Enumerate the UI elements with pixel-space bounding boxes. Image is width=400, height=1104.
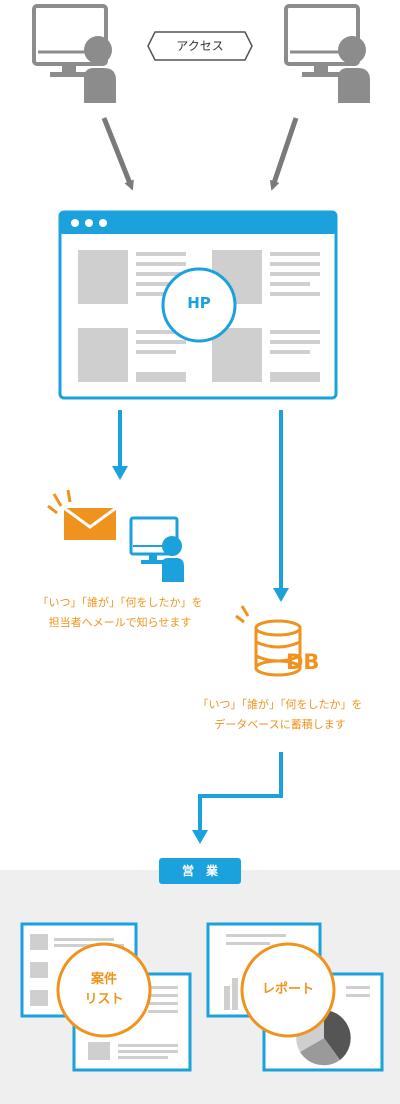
arrow-left-to-hp	[101, 117, 134, 191]
access-label: アクセス	[176, 39, 224, 53]
notify-text: 「いつ」「誰が」「何をしたか」を 担当者へメールで知らせます	[0, 593, 240, 633]
report-label: レポート	[261, 982, 314, 997]
db-label: DB	[286, 650, 320, 674]
db-line-1: 「いつ」「誰が」「何をしたか」を	[197, 698, 363, 711]
db-text: 「いつ」「誰が」「何をしたか」を データベースに蓄積します	[160, 695, 400, 735]
arrow-hp-to-db	[273, 410, 289, 602]
case-list-card	[20, 922, 192, 1072]
database-icon	[235, 605, 302, 677]
arrow-hp-to-mail	[112, 410, 128, 480]
staff-person-icon	[162, 536, 184, 582]
hp-label: HP	[187, 294, 211, 312]
sales-badge	[159, 858, 241, 884]
report-card	[206, 922, 384, 1072]
hp-circle	[161, 267, 237, 343]
sales-badge-label: 営 業	[181, 864, 218, 878]
case-list-line-2: リスト	[84, 992, 124, 1007]
case-list-label: 案件 リスト	[58, 970, 150, 1010]
case-list-line-1: 案件	[90, 972, 117, 987]
mail-icon	[47, 489, 117, 540]
access-bubble	[147, 31, 253, 61]
notify-line-2: 担当者へメールで知らせます	[48, 616, 192, 629]
visitor-right-person-icon	[338, 36, 370, 103]
notify-line-1: 「いつ」「誰が」「何をしたか」を	[37, 596, 203, 609]
arrow-db-to-sales	[192, 752, 283, 844]
visitor-left-person-icon	[84, 36, 116, 103]
bar-chart-icon	[224, 978, 238, 1010]
arrow-right-to-hp	[269, 117, 299, 191]
db-line-2: データベースに蓄積します	[214, 718, 346, 731]
